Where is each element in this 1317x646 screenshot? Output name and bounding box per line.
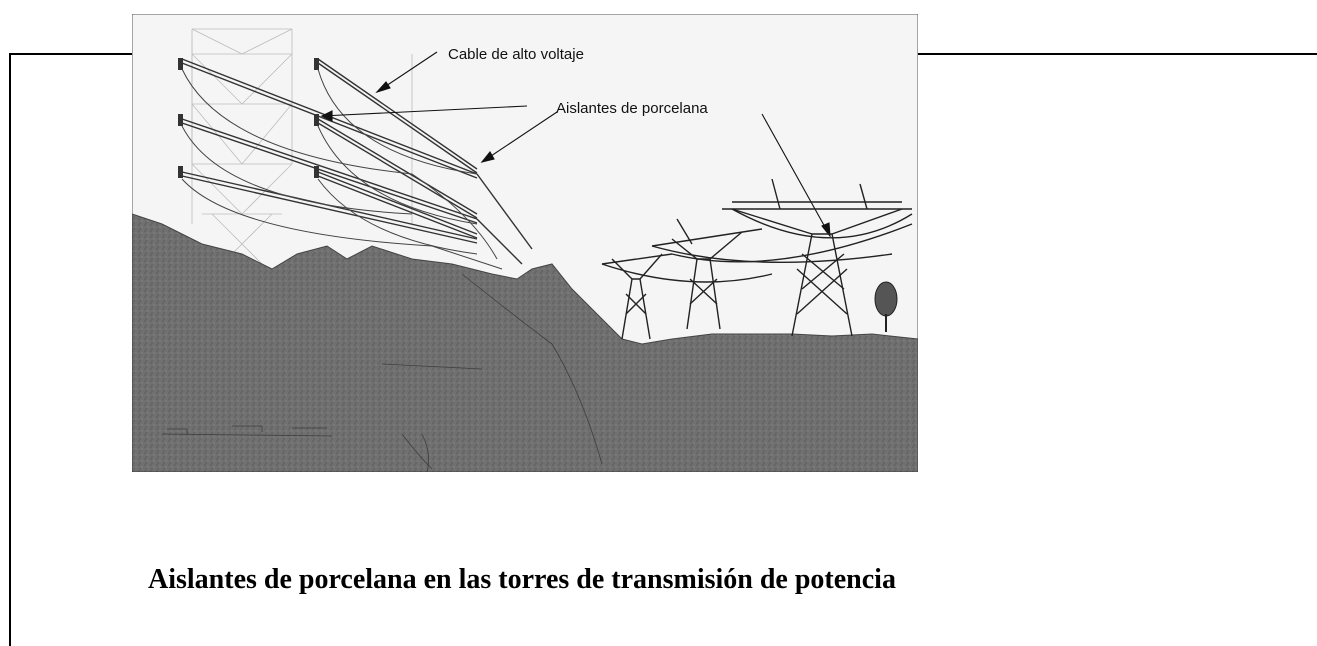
- left-tower-lattice: [191, 28, 413, 275]
- sagging-lines: [181, 68, 503, 270]
- insulators-label: Aislantes de porcelana: [556, 100, 708, 117]
- tree: [874, 281, 898, 332]
- cable-label: Cable de alto voltaje: [448, 46, 584, 63]
- figure-caption: Aislantes de porcelana en las torres de …: [148, 564, 896, 595]
- illustration-svg: [132, 14, 918, 472]
- right-towers: [601, 178, 913, 340]
- ground-texture: [161, 273, 603, 472]
- ground-terrain: [132, 213, 918, 472]
- left-insulator-clamps: [178, 58, 319, 178]
- transmission-tower-illustration: [132, 14, 918, 472]
- page-border-left: [9, 53, 11, 646]
- callout-arrows: [320, 51, 831, 238]
